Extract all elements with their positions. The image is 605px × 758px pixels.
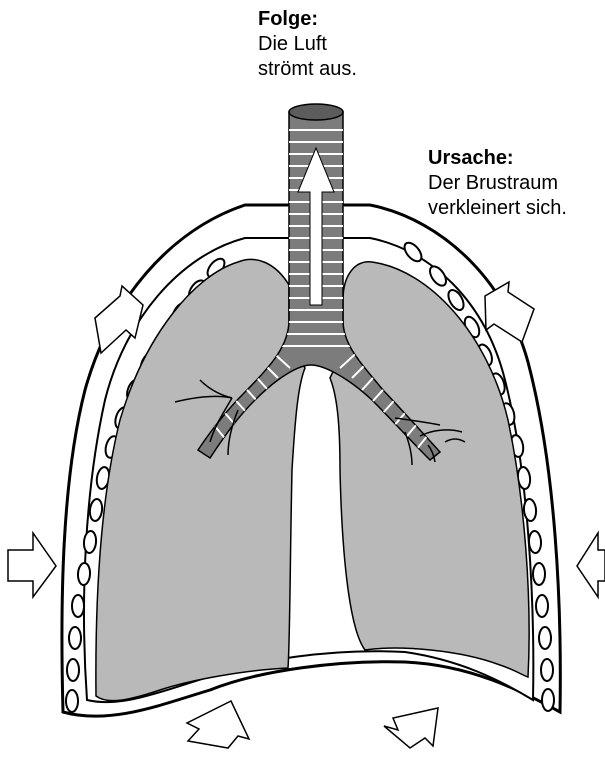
arrow-middle-left [8,533,56,597]
trachea-top [289,104,343,120]
cause-line-1: Der Brustraum [428,171,567,196]
rib [541,659,553,681]
arrow-bottom-right [384,708,438,748]
rib [539,627,551,649]
cause-heading: Ursache: [428,146,567,171]
cause-label: Ursache: Der Brustraum verkleinert sich. [428,146,567,221]
effect-line-1: Die Luft [258,32,357,57]
rib [542,689,554,711]
cause-line-2: verkleinert sich. [428,196,567,221]
rib [69,627,81,649]
arrow-bottom-left [187,701,249,748]
arrow-middle-right [577,533,605,597]
rib [72,595,84,617]
rib [67,659,79,681]
effect-heading: Folge: [258,7,357,32]
rib [77,563,90,586]
rib [536,595,548,617]
effect-label: Folge: Die Luft strömt aus. [258,7,357,82]
effect-line-2: strömt aus. [258,57,357,82]
rib [533,563,545,585]
rib [528,531,541,554]
rib [66,690,78,712]
